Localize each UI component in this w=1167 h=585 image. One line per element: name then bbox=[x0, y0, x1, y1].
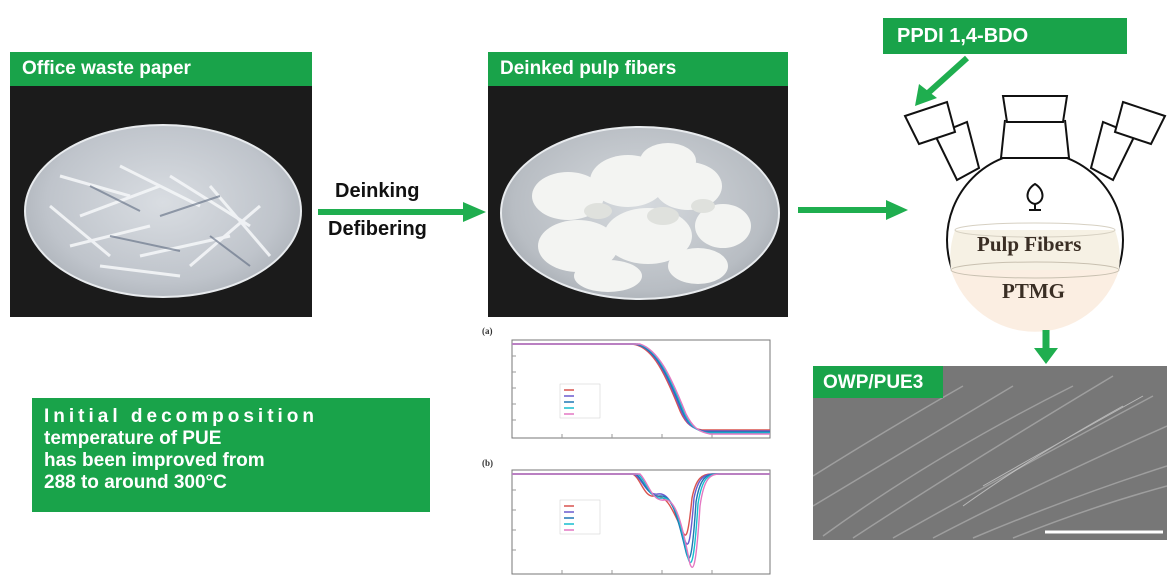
label-deinked-pulp-fibers: Deinked pulp fibers bbox=[488, 52, 788, 86]
label-owp-pue3: OWP/PUE3 bbox=[813, 366, 943, 398]
summary-line-1: Initial decomposition bbox=[44, 406, 319, 427]
deinking-label: Deinking bbox=[335, 180, 420, 202]
plot-a-tga bbox=[511, 339, 771, 439]
plot-b-tag: (b) bbox=[482, 458, 493, 468]
plot-b-dtg bbox=[511, 469, 771, 575]
flask-layer-pulp-fibers: Pulp Fibers bbox=[977, 232, 1082, 256]
summary-box: Initial decomposition temperature of PUE… bbox=[32, 398, 430, 512]
reagents-arrow bbox=[915, 55, 970, 106]
summary-line-2: temperature of PUE bbox=[44, 428, 222, 449]
label-reagents: PPDI 1,4-BDO bbox=[883, 18, 1127, 54]
to-flask-arrow bbox=[798, 200, 908, 220]
deinking-arrow bbox=[318, 202, 486, 222]
office-waste-paper-photo bbox=[10, 86, 312, 317]
deinked-pulp-fibers-photo bbox=[488, 86, 788, 317]
flask-layer-ptmg: PTMG bbox=[1002, 279, 1065, 303]
summary-line-3: has been improved from bbox=[44, 450, 265, 471]
pulp-fibers-illustration bbox=[532, 143, 751, 292]
reaction-flask bbox=[903, 95, 1167, 332]
defibering-label: Defibering bbox=[328, 218, 427, 240]
plot-a-tag: (a) bbox=[482, 326, 493, 336]
label-office-waste-paper: Office waste paper bbox=[10, 52, 312, 86]
shredded-paper-illustration bbox=[49, 164, 272, 278]
summary-line-4: 288 to around 300°C bbox=[44, 472, 227, 493]
down-arrow bbox=[1034, 330, 1058, 364]
